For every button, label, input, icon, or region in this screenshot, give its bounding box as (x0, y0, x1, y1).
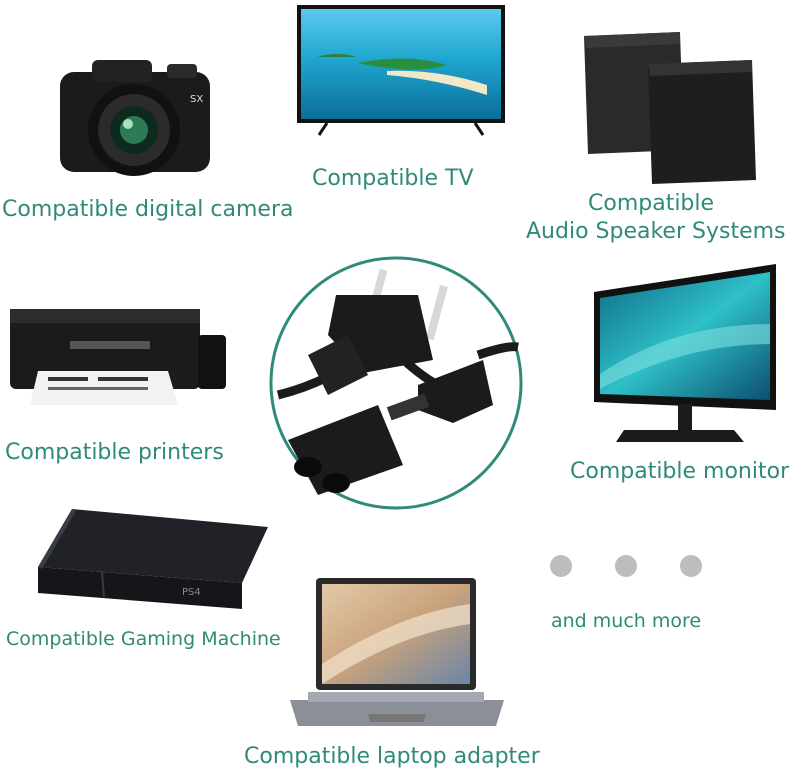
more-dot-1 (550, 555, 572, 577)
speaker-label-line1: Compatible (588, 191, 715, 216)
camera-image: SX (52, 42, 222, 182)
monitor-label: Compatible monitor (570, 459, 790, 484)
console-badge-text: PS4 (182, 587, 201, 598)
tv-label: Compatible TV (312, 166, 474, 191)
power-cable-image (268, 255, 524, 511)
laptop-label: Compatible laptop adapter (244, 744, 540, 769)
more-dot-2 (615, 555, 637, 577)
gaming-console-image: PS4 (32, 505, 274, 613)
monitor-image (594, 264, 776, 444)
more-label: and much more (551, 610, 702, 632)
printer-label: Compatible printers (5, 440, 224, 465)
speakers-image (580, 30, 770, 190)
laptop-image (288, 574, 506, 732)
camera-label: Compatible digital camera (2, 197, 294, 222)
more-dot-3 (680, 555, 702, 577)
tv-image (297, 5, 505, 137)
printer-image (8, 305, 230, 405)
camera-badge-text: SX (190, 94, 203, 105)
gaming-label: Compatible Gaming Machine (6, 628, 281, 650)
speaker-label-line2: Audio Speaker Systems (526, 219, 786, 244)
